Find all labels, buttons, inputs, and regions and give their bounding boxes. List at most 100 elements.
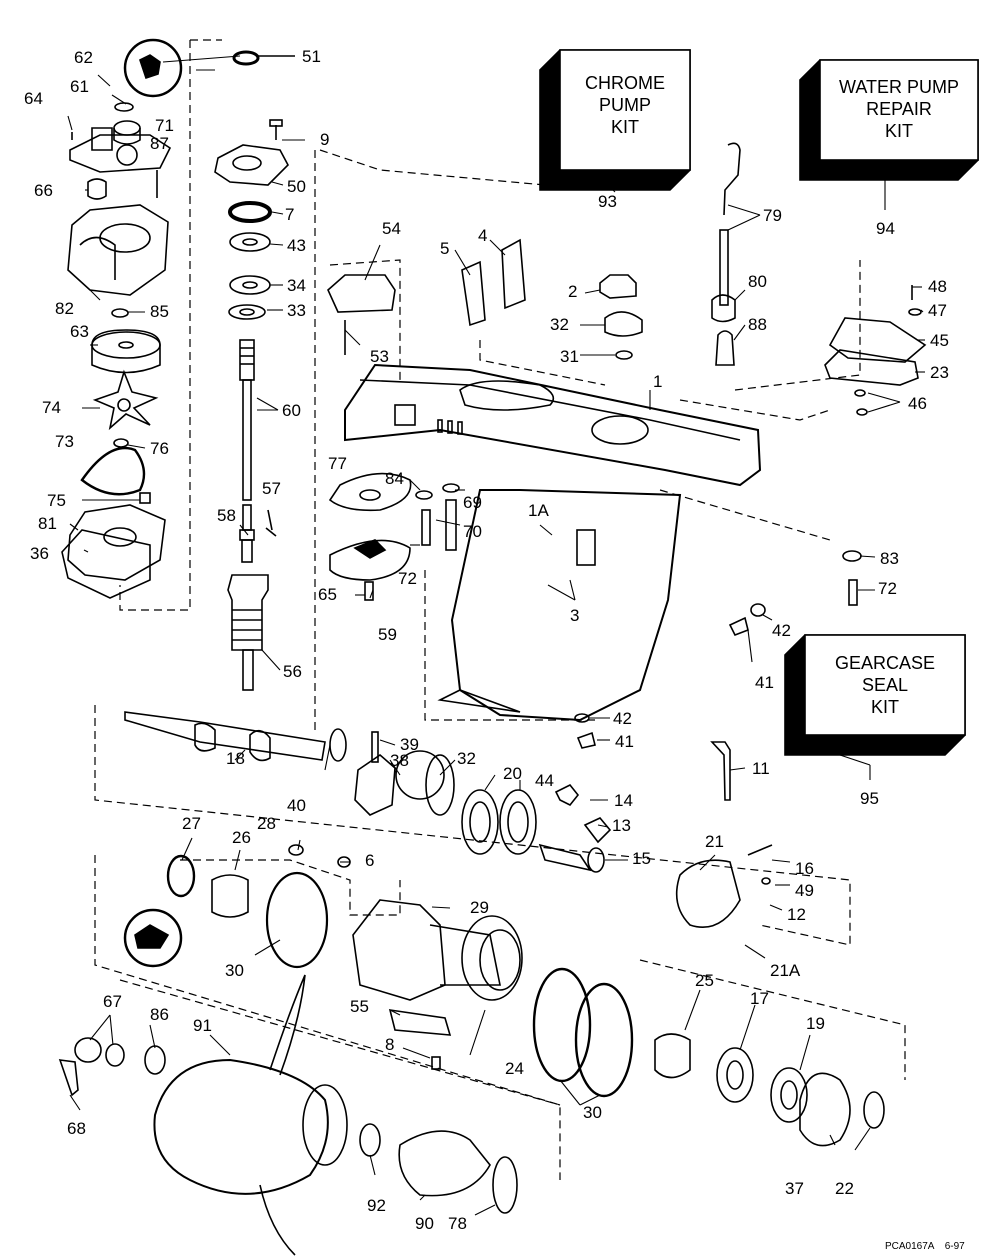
part-number: 27 bbox=[182, 814, 201, 833]
part-number: 63 bbox=[70, 322, 89, 341]
part-number: 41 bbox=[755, 673, 774, 692]
part-number: 65 bbox=[318, 585, 337, 604]
part-number: 24 bbox=[505, 1059, 524, 1078]
right-components bbox=[574, 142, 927, 801]
part-number: 14 bbox=[614, 791, 633, 810]
part-number: 82 bbox=[55, 299, 74, 318]
part-number: 90 bbox=[415, 1214, 434, 1233]
part-number: 37 bbox=[785, 1179, 804, 1198]
part-number: 25 bbox=[695, 971, 714, 990]
part-number: 45 bbox=[930, 331, 949, 350]
part-number: 43 bbox=[287, 236, 306, 255]
part-number: 28 bbox=[257, 814, 276, 833]
chrome-pump-kit-box bbox=[539, 49, 691, 191]
part-number: 4 bbox=[478, 226, 488, 245]
part-number: 13 bbox=[612, 816, 631, 835]
part-number: 78 bbox=[448, 1214, 467, 1233]
part-number: 7 bbox=[285, 205, 295, 224]
part-number: 6 bbox=[365, 851, 375, 870]
part-number: 72 bbox=[398, 569, 417, 588]
part-number: 88 bbox=[748, 315, 767, 334]
part-number: 68 bbox=[67, 1119, 86, 1138]
part-number: 51 bbox=[302, 47, 321, 66]
part-number: 74 bbox=[42, 398, 61, 417]
part-number: 76 bbox=[150, 439, 169, 458]
part-number: 53 bbox=[370, 347, 389, 366]
part-number: 60 bbox=[282, 401, 301, 420]
part-number: 40 bbox=[287, 796, 306, 815]
part-number: 73 bbox=[55, 432, 74, 451]
part-number: 42 bbox=[613, 709, 632, 728]
kit-label-line: KIT bbox=[884, 121, 913, 141]
part-number: 91 bbox=[193, 1016, 212, 1035]
kit-label-line: WATER PUMP bbox=[839, 77, 959, 97]
part-number: 87 bbox=[150, 134, 169, 153]
part-number: 30 bbox=[225, 961, 244, 980]
kit-number-93: 93 bbox=[598, 192, 617, 211]
part-number: 19 bbox=[806, 1014, 825, 1033]
part-number: 5 bbox=[440, 239, 450, 258]
part-number: 55 bbox=[350, 997, 369, 1016]
part-number: 18 bbox=[226, 749, 245, 768]
part-number: 34 bbox=[287, 276, 306, 295]
kit-label-line: KIT bbox=[610, 117, 639, 137]
part-number: 23 bbox=[930, 363, 949, 382]
part-number: 80 bbox=[748, 272, 767, 291]
part-number: 41 bbox=[615, 732, 634, 751]
part-number: 67 bbox=[103, 992, 122, 1011]
part-number: 17 bbox=[750, 989, 769, 1008]
part-number: 16 bbox=[795, 859, 814, 878]
part-number: 11 bbox=[752, 759, 770, 778]
part-number: 85 bbox=[150, 302, 169, 321]
part-number: 44 bbox=[535, 771, 554, 790]
leader-lines bbox=[67, 55, 925, 1216]
part-number: 86 bbox=[150, 1005, 169, 1024]
part-number: 21A bbox=[770, 961, 801, 980]
part-number: 72 bbox=[878, 579, 897, 598]
part-number: 59 bbox=[378, 625, 397, 644]
part-number: 32 bbox=[457, 749, 476, 768]
part-number: 31 bbox=[560, 347, 579, 366]
drawing-date: 6-97 bbox=[944, 1241, 965, 1252]
part-number: 64 bbox=[24, 89, 43, 108]
part-number: 54 bbox=[382, 219, 401, 238]
propeller-assembly bbox=[58, 974, 518, 1256]
part-number: 49 bbox=[795, 881, 814, 900]
part-number: 36 bbox=[30, 544, 49, 563]
part-number: 71 bbox=[155, 116, 174, 135]
part-number: 62 bbox=[74, 48, 93, 67]
part-number: 77 bbox=[328, 454, 347, 473]
upper-components bbox=[327, 238, 643, 360]
shift-linkage bbox=[328, 472, 460, 601]
water-pump-repair-kit-label: WATER PUMP REPAIR KIT bbox=[820, 76, 978, 142]
part-number: 46 bbox=[908, 394, 927, 413]
part-number: 47 bbox=[928, 301, 947, 320]
part-number: 61 bbox=[70, 77, 89, 96]
part-number: 22 bbox=[835, 1179, 854, 1198]
water-pump-repair-kit-box bbox=[799, 59, 979, 181]
kit-label-line: CHROME bbox=[585, 73, 665, 93]
kit-number-95: 95 bbox=[860, 789, 879, 808]
part-number: 50 bbox=[287, 177, 306, 196]
part-number: 38 bbox=[390, 751, 409, 770]
group-outlines bbox=[94, 39, 906, 1180]
chrome-pump-kit-label: CHROME PUMP KIT bbox=[560, 72, 690, 138]
kit-label-line: KIT bbox=[870, 697, 899, 717]
bearing-carrier bbox=[123, 844, 885, 1147]
part-number: 48 bbox=[928, 277, 947, 296]
part-number: 3 bbox=[570, 606, 580, 625]
part-number: 33 bbox=[287, 301, 306, 320]
part-number: 58 bbox=[217, 506, 236, 525]
part-number: 29 bbox=[470, 898, 489, 917]
part-number: 12 bbox=[787, 905, 806, 924]
gearcase-housing bbox=[344, 363, 762, 722]
part-number: 66 bbox=[34, 181, 53, 200]
part-number: 83 bbox=[880, 549, 899, 568]
part-number: 84 bbox=[385, 469, 404, 488]
kit-label-line: SEAL bbox=[861, 675, 909, 695]
part-number: 9 bbox=[320, 130, 330, 149]
drawing-code: PCA0167A bbox=[885, 1241, 934, 1252]
part-number: 26 bbox=[232, 828, 251, 847]
